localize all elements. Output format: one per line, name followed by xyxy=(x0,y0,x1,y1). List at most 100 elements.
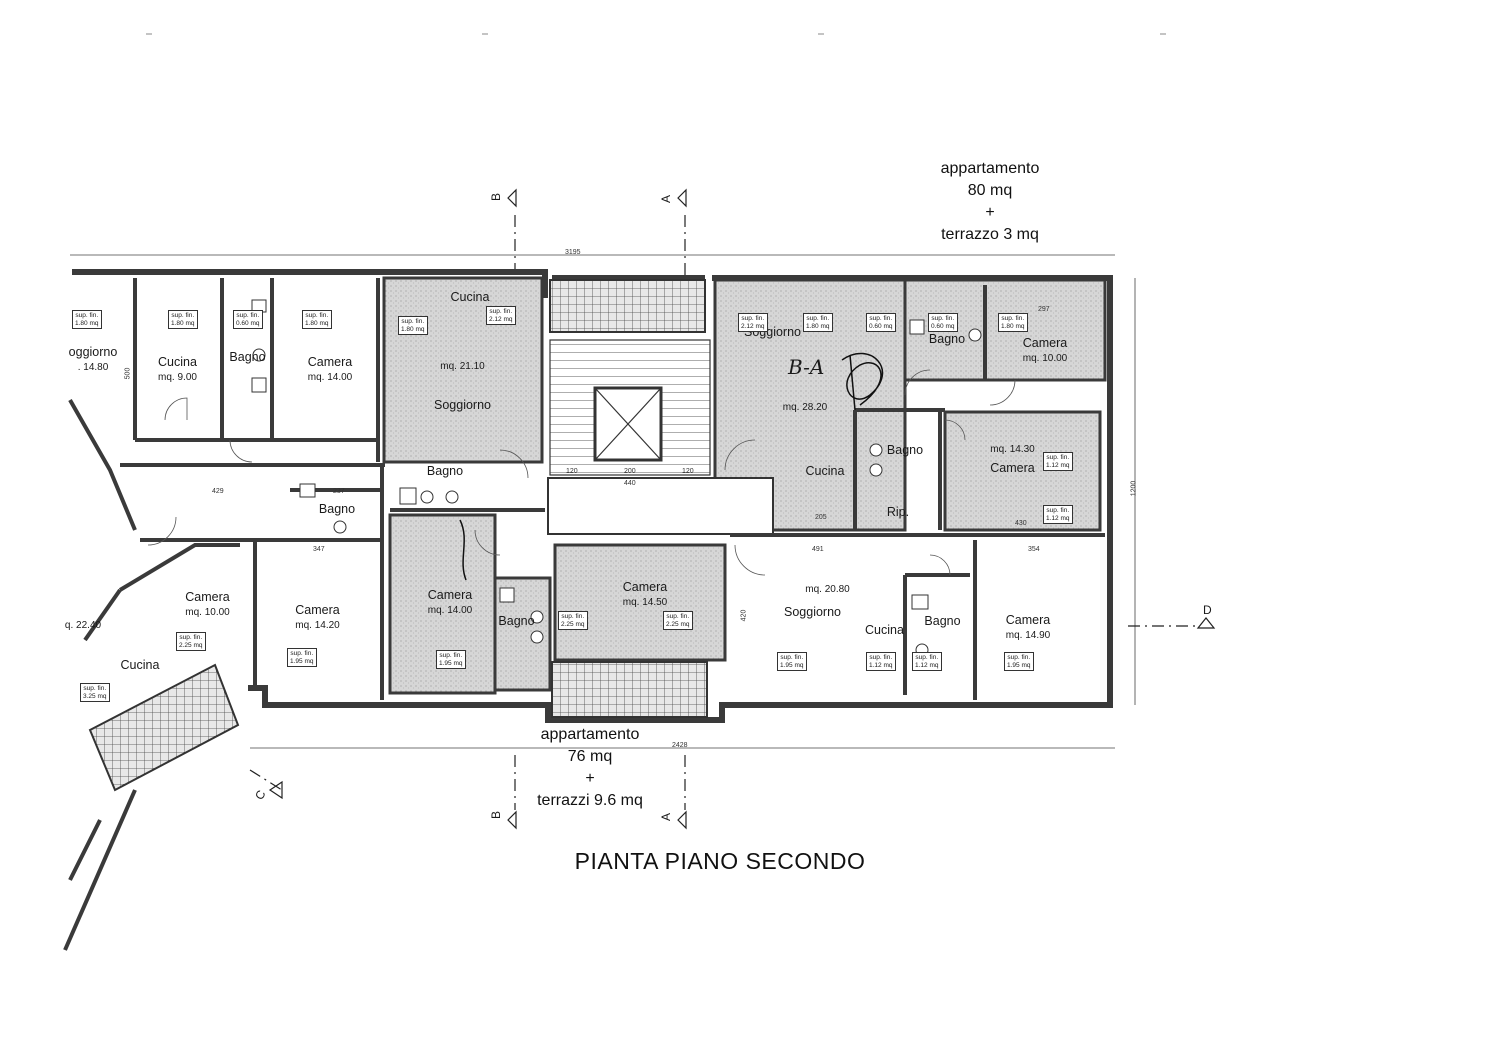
room-area: mq. 14.30 xyxy=(990,444,1035,455)
sanitary-fixtures xyxy=(251,299,982,657)
box-line1: sup. fin. xyxy=(75,312,99,319)
room-bagno-center: Bagno xyxy=(420,464,470,479)
room-rip: Rip. xyxy=(878,505,918,520)
room-area: mq. 14.00 xyxy=(427,605,473,616)
dimension: 237 xyxy=(333,488,345,495)
box-line2: 1.80 mq xyxy=(806,322,830,330)
box-line2: 1.80 mq xyxy=(401,325,425,333)
box-line1: sup. fin. xyxy=(1007,654,1031,661)
box-line1: sup. fin. xyxy=(439,652,463,659)
section-label-d: D xyxy=(1203,603,1212,617)
section-label-b-bottom: B xyxy=(489,810,504,820)
box-line1: sup. fin. xyxy=(666,613,690,620)
box-line2: 1.80 mq xyxy=(75,319,99,327)
room-camera-left-a: Camera mq. 10.00 xyxy=(170,590,245,620)
section-label-a-top: A xyxy=(659,194,674,204)
window-box: sup. fin.2.25 mq xyxy=(558,611,588,630)
window-box: sup. fin.1.80 mq xyxy=(168,310,198,329)
box-line2: 1.12 mq xyxy=(1046,514,1070,522)
window-box: sup. fin.1.80 mq xyxy=(803,313,833,332)
box-line2: 2.25 mq xyxy=(666,620,690,628)
room-name: Rip. xyxy=(886,505,910,519)
room-name: Bagno xyxy=(229,350,266,364)
box-line2: 0.60 mq xyxy=(869,322,893,330)
apartment-note-bottom: appartamento 76 mq + terrazzi 9.6 mq xyxy=(500,724,680,812)
box-line2: 1.95 mq xyxy=(780,661,804,669)
room-camera-bottom-right: Camera mq. 14.90 xyxy=(988,613,1068,643)
room-soggiorno-center: mq. 21.10 Soggiorno xyxy=(420,355,505,417)
room-name: Bagno xyxy=(498,614,535,628)
room-camera-top-left: Camera mq. 14.00 xyxy=(290,355,370,385)
window-box: sup. fin.2.12 mq xyxy=(738,313,768,332)
room-name: Cucina xyxy=(158,355,197,369)
window-box: sup. fin.1.12 mq xyxy=(912,652,942,671)
dimension: 440 xyxy=(624,480,636,487)
dimension: 120 xyxy=(566,468,578,475)
box-line2: 1.80 mq xyxy=(171,319,195,327)
note-top-line4: terrazzo 3 mq xyxy=(941,226,1039,243)
room-area: mq. 14.90 xyxy=(1005,630,1051,641)
room-camera-right-mid: mq. 14.30 Camera xyxy=(975,442,1050,476)
room-area: mq. 14.00 xyxy=(307,372,353,383)
window-box: sup. fin.1.12 mq xyxy=(866,652,896,671)
section-label-b-top: B xyxy=(489,192,504,202)
dimension: 205 xyxy=(815,514,827,521)
plan-title: PIANTA PIANO SECONDO xyxy=(574,848,866,874)
room-bagno-top-left: Bagno xyxy=(225,350,270,365)
room-camera-left-b: Camera mq. 14.20 xyxy=(280,603,355,633)
terraces xyxy=(88,279,708,792)
note-bottom-line3: + xyxy=(585,770,595,787)
dimension-total-bottom: 2428 xyxy=(672,742,688,749)
dimension: 430 xyxy=(1015,520,1027,527)
dimension: 297 xyxy=(1038,306,1050,313)
window-box: sup. fin.2.25 mq xyxy=(176,632,206,651)
note-top-line1: appartamento xyxy=(940,160,1040,177)
room-name: Bagno xyxy=(318,502,356,516)
dimension-total-top: 3195 xyxy=(565,249,581,256)
room-name: Camera xyxy=(1005,613,1051,627)
dimension: 429 xyxy=(212,488,224,495)
room-cucina-top-left: Cucina mq. 9.00 xyxy=(140,355,215,385)
window-box: sup. fin.1.12 mq xyxy=(1043,452,1073,471)
room-cucina-center: Cucina xyxy=(440,290,500,305)
room-name: Cucina xyxy=(805,464,845,478)
box-line2: 2.12 mq xyxy=(741,322,765,330)
dimension: 120 xyxy=(682,468,694,475)
box-line2: 2.25 mq xyxy=(179,641,203,649)
room-camera-right-top: Camera mq. 10.00 xyxy=(1005,336,1085,366)
box-line2: 3.25 mq xyxy=(83,692,107,700)
room-name: Bagno xyxy=(928,332,966,346)
box-line1: sup. fin. xyxy=(1001,315,1025,322)
window-box: sup. fin.2.12 mq xyxy=(486,306,516,325)
window-box: sup. fin.1.95 mq xyxy=(1004,652,1034,671)
box-line1: sup. fin. xyxy=(83,685,107,692)
window-box: sup. fin.1.80 mq xyxy=(398,316,428,335)
section-arrows xyxy=(268,188,1216,830)
window-box: sup. fin.1.12 mq xyxy=(1043,505,1073,524)
handwritten-mark: B-A xyxy=(788,355,825,379)
door-swings xyxy=(147,369,1016,576)
box-line1: sup. fin. xyxy=(931,315,955,322)
room-area-far-left: q. 22.40 xyxy=(58,618,108,633)
apartment-note-top: appartamento 80 mq + terrazzo 3 mq xyxy=(900,158,1080,246)
box-line2: 1.95 mq xyxy=(1007,661,1031,669)
window-box: sup. fin.1.80 mq xyxy=(302,310,332,329)
room-name: Bagno xyxy=(886,443,924,457)
box-line2: 1.80 mq xyxy=(305,319,329,327)
room-name: Bagno xyxy=(924,614,961,628)
window-box: sup. fin.3.25 mq xyxy=(80,683,110,702)
dimension: 491 xyxy=(812,546,824,553)
window-box: sup. fin.1.80 mq xyxy=(998,313,1028,332)
left-wing xyxy=(63,399,240,951)
room-name: Camera xyxy=(622,580,668,594)
room-cucina-right: Cucina xyxy=(795,464,855,479)
handwritten-scribble xyxy=(459,352,884,581)
room-area: mq. 20.80 xyxy=(805,584,850,595)
box-line2: 2.12 mq xyxy=(489,315,513,323)
room-name: Camera xyxy=(185,590,230,604)
room-area: mq. 10.00 xyxy=(1022,353,1068,364)
note-bottom-line2: 76 mq xyxy=(567,748,613,765)
box-line1: sup. fin. xyxy=(236,312,260,319)
note-bottom-line4: terrazzi 9.6 mq xyxy=(537,792,643,809)
box-line2: 1.95 mq xyxy=(290,657,314,665)
